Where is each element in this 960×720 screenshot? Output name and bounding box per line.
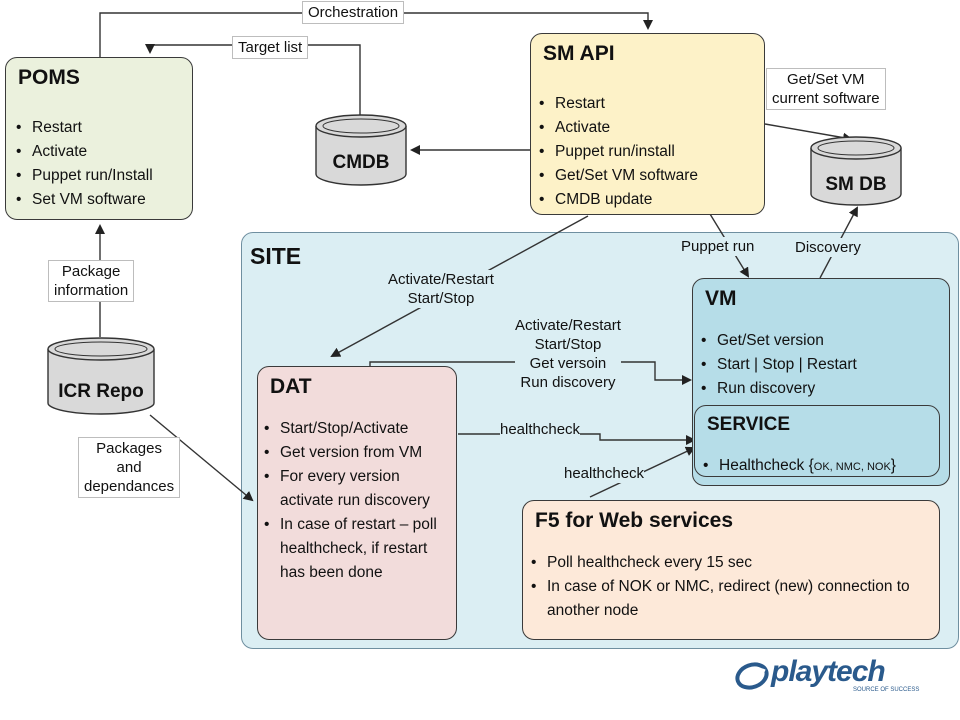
package-information-label: Package information [48,260,135,302]
poms-item: Puppet run/Install [16,164,153,188]
database-icon [47,337,155,415]
poms-box: POMS Restart Activate Puppet run/Install… [5,57,193,220]
activate-restart-line: Start/Stop [534,336,602,353]
target-list-label: Target list [232,36,309,59]
arrow-packages [149,414,254,502]
activate-restart-line: Run discovery [520,374,616,391]
vm-item: Run discovery [701,377,857,401]
get-set-vm-line: Get/Set VM [787,71,865,88]
playtech-logo: playtech SOURCE OF SUCCESS [735,653,935,703]
service-list: Healthcheck {OK, NMC, NOK} [703,454,896,479]
dat-box: DAT Start/Stop/Activate Get version from… [257,366,457,640]
sm-api-item: Restart [539,92,698,116]
site-title: SITE [250,243,302,269]
puppet-run-label: Puppet run [681,237,755,256]
playtech-swoosh-icon [735,662,769,690]
service-box: SERVICE Healthcheck {OK, NMC, NOK} [694,405,940,479]
f5-list: Poll healthcheck every 15 sec In case of… [531,551,931,623]
get-set-vm-line: current software [772,90,880,107]
database-icon [810,136,902,206]
orchestration-label: Orchestration [302,1,405,24]
sm-api-title: SM API [543,42,615,65]
sm-api-item: CMDB update [539,188,698,212]
get-set-vm-label: Get/Set VM current software [766,68,886,110]
poms-item: Activate [16,140,153,164]
sm-db-database: SM DB [810,136,902,206]
icr-repo-label: ICR Repo [58,381,144,402]
sm-api-item: Puppet run/install [539,140,698,164]
activate-restart-line: Activate/Restart [388,271,494,288]
f5-box: F5 for Web services Poll healthcheck eve… [522,500,940,640]
package-information-line: information [54,282,129,299]
sm-api-list: Restart Activate Puppet run/install Get/… [539,92,698,212]
sm-api-box: SM API Restart Activate Puppet run/insta… [530,33,765,215]
arrow-get-set-vm [764,123,853,143]
service-title: SERVICE [707,414,791,435]
packages-line: dependances [84,478,175,495]
dat-item: Start/Stop/Activate [264,417,454,441]
cmdb-database: CMDB [315,114,407,186]
package-information-line: Package [61,263,121,280]
discovery-label: Discovery [795,238,861,257]
dat-title: DAT [270,375,312,398]
service-item-statuses: OK, NMC, NOK [813,461,891,473]
f5-item: Poll healthcheck every 15 sec [531,551,931,575]
poms-item: Set VM software [16,188,153,212]
poms-list: Restart Activate Puppet run/Install Set … [16,116,153,212]
dat-item: For every version activate run discovery [264,465,454,513]
packages-line: and [116,459,142,476]
poms-item: Restart [16,116,153,140]
vm-item: Start | Stop | Restart [701,353,857,377]
packages-line: Packages [96,440,162,457]
packages-label: Packages and dependances [78,437,181,498]
sm-api-item: Get/Set VM software [539,164,698,188]
logo-tagline: SOURCE OF SUCCESS [853,687,920,693]
database-icon [315,114,407,186]
dat-item: Get version from VM [264,441,454,465]
f5-title: F5 for Web services [535,509,734,532]
vm-title: VM [705,287,737,310]
sm-db-label: SM DB [825,174,887,195]
healthcheck-label-2: healthcheck [564,464,645,483]
vm-list: Get/Set version Start | Stop | Restart R… [701,329,857,401]
sm-api-item: Activate [539,116,698,140]
healthcheck-label-1: healthcheck [500,420,581,439]
activate-restart-label-1: Activate/Restart Start/Stop [388,270,494,308]
activate-restart-line: Start/Stop [407,290,475,307]
dat-item: In case of restart – poll healthcheck, i… [264,513,454,585]
activate-restart-line: Get versoin [529,355,607,372]
cmdb-label: CMDB [332,152,390,173]
service-item: Healthcheck {OK, NMC, NOK} [703,454,896,479]
poms-title: POMS [18,66,80,89]
logo-text: playtech [771,655,886,688]
service-item-text: Healthcheck { [719,457,814,474]
vm-item: Get/Set version [701,329,857,353]
icr-repo-database: ICR Repo [47,337,155,415]
activate-restart-line: Activate/Restart [515,317,621,334]
dat-list: Start/Stop/Activate Get version from VM … [264,417,454,585]
service-item-close: } [890,457,896,474]
f5-item: In case of NOK or NMC, redirect (new) co… [531,575,931,623]
activate-restart-label-2: Activate/Restart Start/Stop Get versoin … [515,316,621,392]
arrow-activate-restart-2 [369,361,692,385]
